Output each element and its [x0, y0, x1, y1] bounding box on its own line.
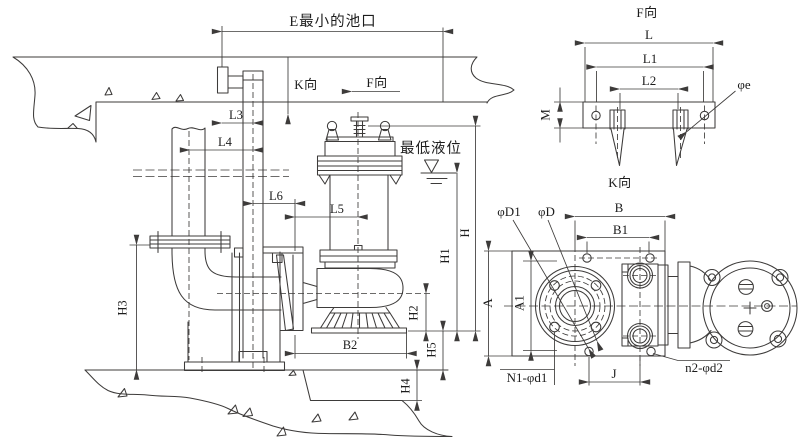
flange-bolt-hole	[590, 280, 602, 291]
pipe-flange	[149, 230, 231, 254]
discharge-flange	[534, 265, 616, 347]
flange-bolt-hole	[549, 321, 560, 333]
installation-dimensions: E最小的池口 K向 F向 L3 L4 L6 L5 H H1 H2 B2	[116, 13, 481, 411]
dim-label-l: L	[645, 27, 653, 42]
guide-rail-assembly	[183, 66, 286, 375]
f-view-dimensions: L L1 L2 M φe	[538, 27, 751, 143]
level-triangle-icon	[420, 159, 457, 185]
elbow	[171, 250, 282, 311]
soil-break-lines	[84, 369, 453, 438]
dim-label-h5: H5	[425, 342, 439, 357]
k-view: K向	[480, 175, 798, 386]
suction-strainer	[310, 312, 408, 334]
dim-label-j: J	[611, 366, 616, 381]
riser-pipe	[171, 126, 206, 252]
dim-label-n2-d2: n2-φd2	[685, 360, 723, 375]
dim-label-h: H	[458, 228, 472, 237]
dim-label-a1: A1	[512, 295, 527, 311]
n1-leader	[500, 332, 555, 385]
bracket-plate	[582, 101, 716, 129]
baseplate-outline	[511, 250, 666, 357]
soil-triangles	[117, 369, 359, 437]
pump-centerlines	[217, 112, 431, 339]
coupling-body	[621, 261, 712, 350]
dim-label-m: M	[538, 109, 553, 121]
n2-leader	[652, 353, 730, 361]
dim-label-h3: H3	[116, 300, 130, 315]
rail-holder-right	[672, 109, 689, 167]
aggregate-triangles	[67, 86, 185, 129]
dim-label-h4: H4	[399, 378, 413, 394]
claw-body	[262, 246, 318, 363]
dim-label-l5: L5	[330, 202, 344, 216]
f-view-title: F向	[636, 5, 657, 20]
k-view-dimensions: B B1 A A1 J φD1 φD N1-φd1 n2-φd2	[480, 200, 730, 386]
sump-floor	[84, 369, 449, 402]
dim-label-l3: L3	[229, 108, 243, 122]
view-f-label: F向	[366, 75, 387, 90]
dim-label-phi-d1: φD1	[497, 204, 520, 219]
lifting-handle	[350, 116, 369, 138]
view-k-label: K向	[294, 77, 317, 92]
d-leader	[547, 219, 604, 352]
d1-leader	[512, 219, 597, 359]
min-liquid-level-symbol: 最低液位	[400, 140, 462, 185]
liquid-level-lines	[133, 169, 289, 177]
f-view: F向 L L1 L2 M φe	[538, 5, 751, 167]
deck-slab	[12, 56, 515, 143]
dim-label-l6: L6	[269, 189, 283, 203]
rail-holder-left	[609, 109, 626, 167]
pedestal-bolt-lines	[201, 357, 265, 375]
dim-label-h1: H1	[438, 248, 452, 263]
dim-label-l4: L4	[218, 135, 233, 149]
min-liquid-level-label: 最低液位	[400, 140, 462, 157]
lifting-eye-left	[326, 120, 338, 132]
submersible-pump	[217, 112, 431, 339]
dim-label-pool-opening: E最小的池口	[289, 13, 376, 30]
dim-label-phi-e: φe	[737, 77, 751, 92]
coupling-claw	[262, 246, 318, 363]
installation-view: 最低液位 E最小的池口 K向 F向 L3 L4 L6 L5 H H1	[12, 13, 515, 438]
dim-label-b2: B2	[343, 338, 358, 352]
dim-label-h2: H2	[407, 305, 421, 320]
dim-label-b1: B1	[613, 222, 628, 237]
dim-label-a: A	[480, 298, 495, 308]
volute-plan	[702, 260, 798, 356]
rail-bracket	[216, 66, 244, 258]
pump-casing	[316, 128, 404, 314]
dim-label-l2: L2	[642, 73, 656, 88]
dim-label-l1: L1	[643, 51, 657, 66]
dim-label-n1-d1: N1-φd1	[507, 370, 548, 385]
hole-leader	[677, 90, 736, 141]
pedestal	[183, 321, 286, 372]
k-view-title: K向	[608, 175, 631, 190]
dim-label-phi-d: φD	[538, 204, 555, 219]
dim-label-b: B	[615, 200, 624, 215]
discharge-pipe	[149, 126, 282, 360]
